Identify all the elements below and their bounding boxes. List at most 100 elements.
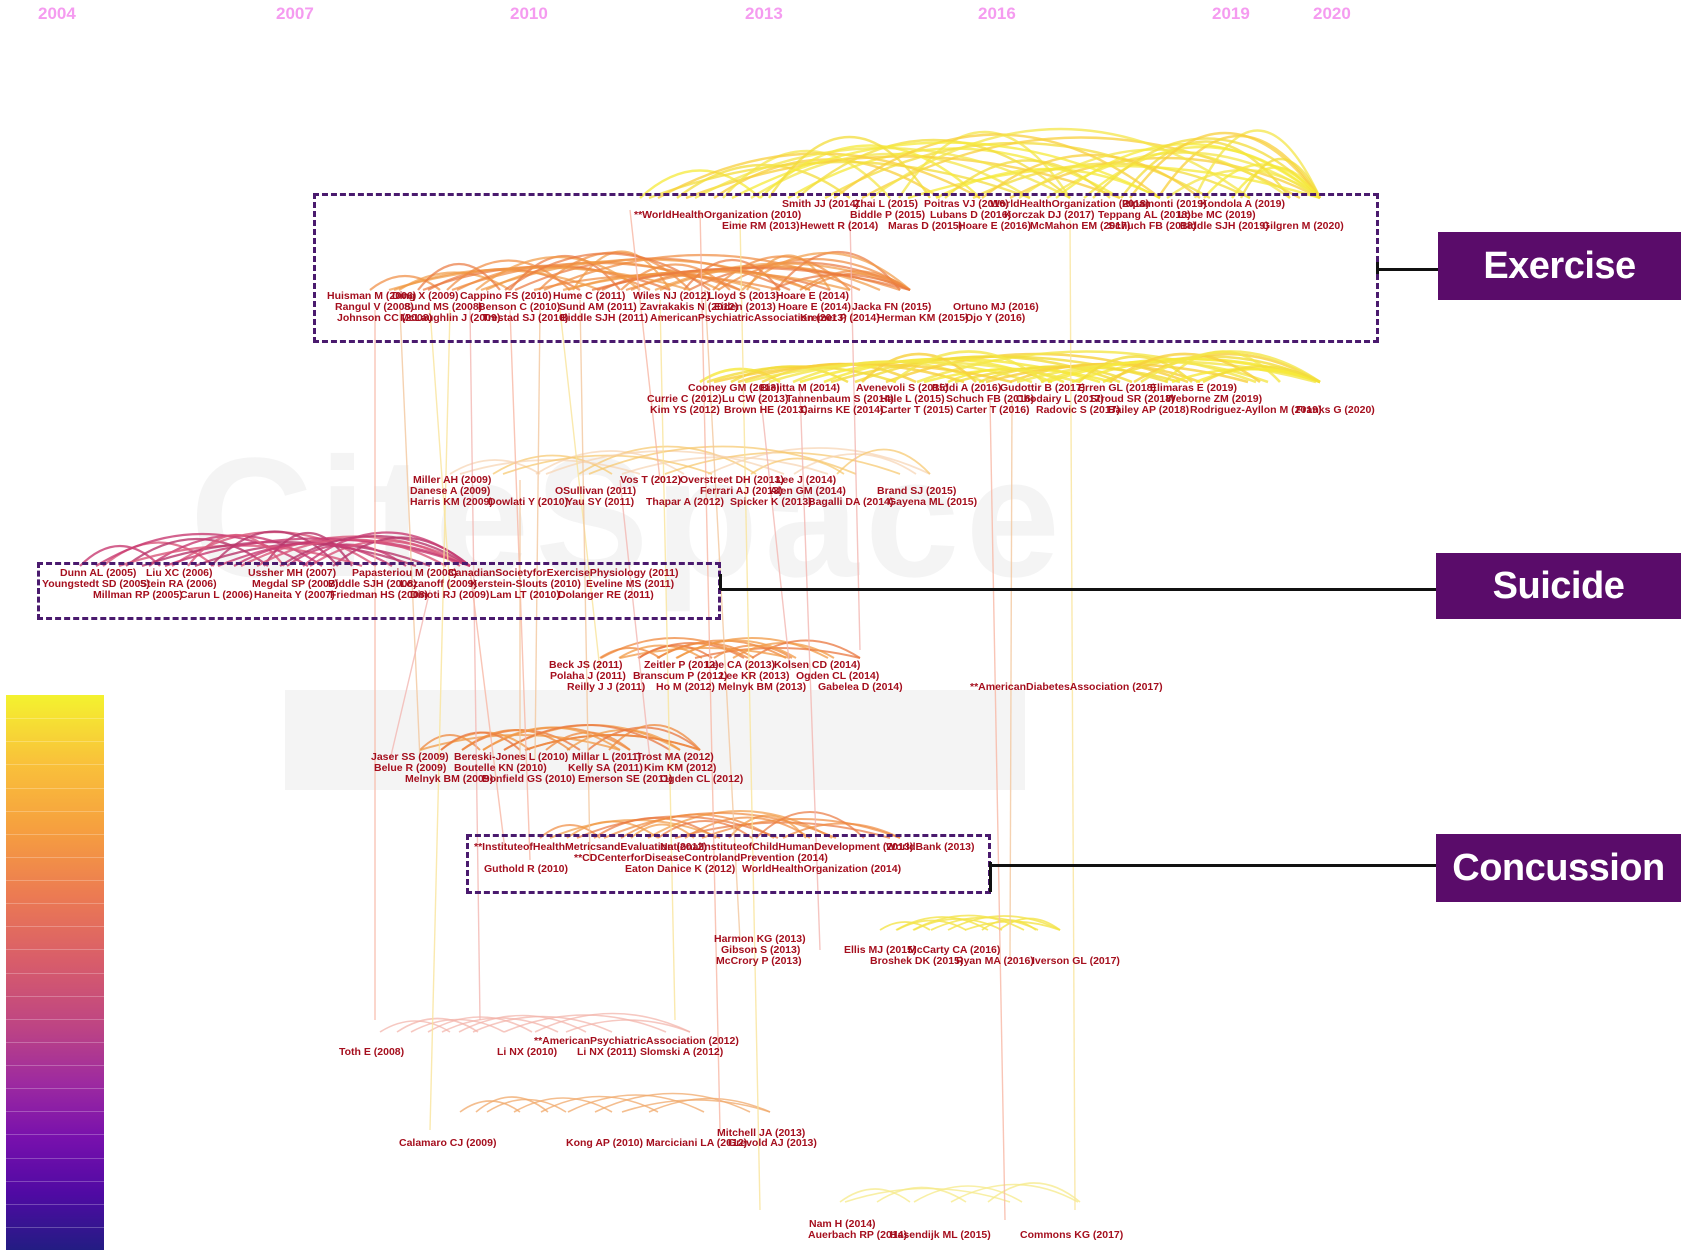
citation-arc bbox=[600, 637, 749, 659]
node-label: Lozanoff (2009) bbox=[400, 578, 478, 590]
node-label: Melnyk BM (2009) bbox=[405, 773, 494, 785]
citation-arc bbox=[449, 459, 541, 475]
citation-link bbox=[989, 399, 1006, 1221]
node-label: Iverson GL (2017) bbox=[1032, 955, 1120, 967]
node-label: Ripamonti (2019) bbox=[1122, 198, 1207, 210]
node-label: Ding X (2009) bbox=[392, 290, 459, 302]
citation-arc bbox=[998, 917, 1061, 931]
citation-arc bbox=[503, 1014, 667, 1033]
node-label: Trestad SJ (2010) bbox=[482, 312, 569, 324]
node-label: McCarty CA (2016) bbox=[908, 944, 1001, 956]
citation-arc bbox=[876, 1186, 967, 1203]
citation-arc bbox=[419, 734, 481, 751]
node-label: Herman KM (2015) bbox=[877, 312, 969, 324]
citation-arc bbox=[458, 1014, 587, 1033]
node-label: Miller AH (2009) bbox=[413, 474, 492, 486]
citation-arc bbox=[638, 644, 713, 659]
citation-arc bbox=[95, 532, 309, 567]
node-label: WorldHealthOrganization (2018) bbox=[990, 198, 1150, 210]
node-label: Commons KG (2017) bbox=[1020, 1229, 1124, 1241]
node-label: **AmericanPsychiatricAssociation (2012) bbox=[534, 1035, 739, 1047]
citation-arc bbox=[1133, 352, 1321, 384]
node-label: Boutelle KN (2010) bbox=[454, 762, 547, 774]
node-label: Biddle P (2015) bbox=[850, 209, 926, 221]
citation-arc bbox=[712, 255, 851, 291]
node-label: Dolanger RE (2011) bbox=[558, 589, 654, 601]
citation-link bbox=[559, 309, 601, 671]
node-label: Eveline MS (2011) bbox=[586, 578, 675, 590]
citation-arc bbox=[379, 1020, 451, 1033]
node-label: Zhai L (2015) bbox=[854, 198, 918, 210]
node-label: Johnson CC (2008) bbox=[337, 312, 433, 324]
node-label: Ojo Y (2016) bbox=[965, 312, 1026, 324]
node-label: Ortuno MJ (2016) bbox=[953, 301, 1039, 313]
node-label: Gilgren M (2020) bbox=[1262, 220, 1344, 232]
node-label: Elimaras E (2019) bbox=[1150, 382, 1237, 394]
node-label: Marciciani LA (2012) bbox=[646, 1137, 748, 1149]
node-label: Kim KM (2012) bbox=[644, 762, 717, 774]
citation-link bbox=[429, 309, 451, 591]
node-label: Toth E (2008) bbox=[339, 1046, 405, 1058]
year-label: 2016 bbox=[978, 4, 1016, 23]
legend-stripe bbox=[6, 1226, 104, 1228]
citation-link bbox=[759, 389, 791, 671]
node-label: Ogden CL (2012) bbox=[660, 773, 744, 785]
node-label: Biddle SJH (2011) bbox=[560, 312, 649, 324]
node-label: Slomski A (2012) bbox=[640, 1046, 724, 1058]
citation-link bbox=[469, 309, 481, 1021]
citation-arc bbox=[620, 263, 731, 291]
node-label: Broshek DK (2015) bbox=[870, 955, 964, 967]
node-label: Jacka FN (2015) bbox=[852, 301, 932, 313]
node-label: Ferrari AJ (2013) bbox=[700, 485, 783, 497]
node-label: Currie C (2012) bbox=[647, 393, 722, 405]
node-label: Lee KR (2013) bbox=[720, 670, 790, 682]
citation-arc bbox=[751, 639, 861, 659]
citation-arc bbox=[844, 1187, 1011, 1203]
citation-arc bbox=[587, 726, 701, 751]
node-label: **CDCenterforDiseaseControlandPrevention… bbox=[574, 852, 828, 864]
legend-stripe bbox=[6, 903, 104, 905]
citation-link bbox=[704, 289, 741, 941]
citation-arc bbox=[513, 1097, 613, 1113]
suicide-cluster-box bbox=[37, 562, 721, 620]
citation-arc bbox=[1016, 360, 1317, 384]
node-label: Spicker K (2013) bbox=[730, 496, 812, 508]
node-label: Carter T (2016) bbox=[956, 404, 1030, 416]
citation-arc bbox=[164, 537, 471, 568]
citation-arc bbox=[684, 816, 811, 839]
node-label: Vos T (2012) bbox=[620, 474, 682, 486]
node-label: Gayena ML (2015) bbox=[888, 496, 978, 508]
node-label: Thapar A (2012) bbox=[646, 496, 724, 508]
node-label: Zavrakakis N (2012) bbox=[640, 301, 739, 313]
legend-stripe bbox=[6, 1134, 104, 1136]
node-label: Li NX (2010) bbox=[497, 1046, 558, 1058]
node-label: Teppang AL (2018) bbox=[1098, 209, 1191, 221]
node-label: Eaton Danice K (2012) bbox=[625, 863, 736, 875]
citation-arc bbox=[861, 352, 977, 383]
node-label: Kim YS (2012) bbox=[650, 404, 720, 416]
node-label: Gudottir B (2017) bbox=[1000, 382, 1086, 394]
legend-stripe bbox=[6, 1203, 104, 1205]
node-label: Mitchell JA (2013) bbox=[717, 1127, 806, 1139]
node-label: Belue R (2009) bbox=[374, 762, 447, 774]
citation-arc bbox=[947, 915, 1061, 931]
citation-arc bbox=[981, 919, 1037, 931]
citespace-watermark: CiteSpace bbox=[190, 420, 1066, 616]
node-label: **InstituteofHealthMetricsandEvaluation … bbox=[474, 841, 707, 853]
node-label: Rangul V (2008) bbox=[335, 301, 414, 313]
node-label: Maras D (2015) bbox=[888, 220, 963, 232]
node-label: Bagalli DA (2014) bbox=[808, 496, 894, 508]
node-label: Chodairy L (2017) bbox=[1016, 393, 1104, 405]
node-label: Lloyd S (2013) bbox=[708, 290, 780, 302]
node-label: Smith JJ (2014) bbox=[782, 198, 860, 210]
legend-stripe bbox=[6, 1041, 104, 1043]
node-label: Millman RP (2005) bbox=[93, 589, 183, 601]
node-label: Wiles NJ (2012) bbox=[633, 290, 710, 302]
citation-arc bbox=[683, 258, 781, 291]
citation-arc bbox=[981, 153, 1201, 199]
citation-arc bbox=[618, 644, 703, 659]
citation-arc bbox=[302, 531, 471, 567]
legend-stripe bbox=[6, 1111, 104, 1113]
citation-arc bbox=[775, 250, 901, 291]
